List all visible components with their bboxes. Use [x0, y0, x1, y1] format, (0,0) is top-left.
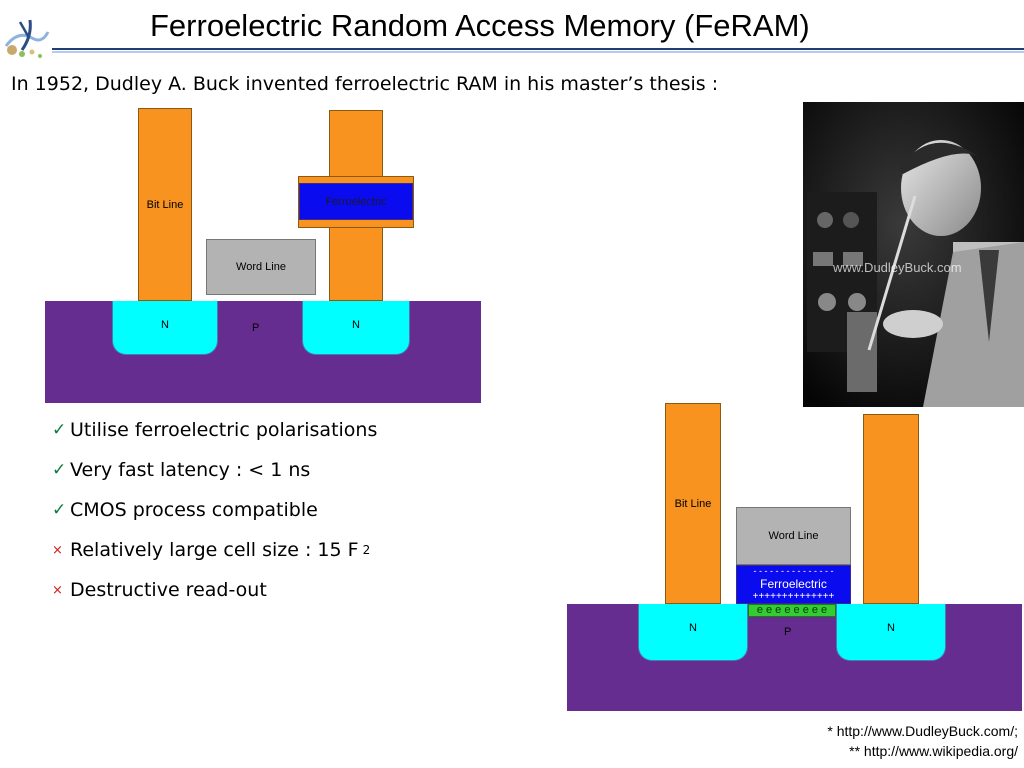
- check-icon: ✓: [52, 460, 67, 480]
- list-item-text: Utilise ferroelectric polarisations: [70, 419, 378, 441]
- n-well-right: N: [302, 301, 410, 355]
- electron-row: e e e e e e e e: [756, 604, 828, 616]
- list-item-text: Relatively large cell size : 15 F: [70, 539, 359, 561]
- p-region-label: P: [252, 322, 260, 334]
- check-icon: ✓: [52, 420, 67, 440]
- bit-line: Bit Line: [138, 108, 192, 301]
- title-rule: [52, 48, 1024, 50]
- check-icon: ✓: [52, 500, 67, 520]
- dudley-buck-photo: www.DudleyBuck.com: [803, 102, 1024, 407]
- word-line: Word Line: [206, 239, 316, 295]
- list-item: ✓ Utilise ferroelectric polarisations: [52, 410, 377, 450]
- bit-line-label: Bit Line: [674, 497, 712, 510]
- n-well-right: N: [836, 604, 946, 661]
- drain-post: [863, 414, 919, 604]
- electron-channel: e e e e e e e e: [748, 604, 836, 617]
- word-line: Word Line: [736, 507, 851, 565]
- negative-charges: - - - - - - - - - - - - - - -: [753, 566, 834, 576]
- word-line-label: Word Line: [236, 261, 286, 273]
- list-item-text: CMOS process compatible: [70, 499, 318, 521]
- feature-list: ✓ Utilise ferroelectric polarisations ✓ …: [52, 410, 377, 610]
- ferroelectric-label: Ferroelectric: [325, 195, 387, 208]
- n-well-left-label: N: [689, 622, 697, 634]
- cross-icon: ×: [52, 542, 63, 558]
- bit-line-label: Bit Line: [146, 198, 184, 211]
- bit-line: Bit Line: [665, 403, 721, 604]
- superscript: 2: [362, 543, 371, 557]
- list-item-text: Destructive read-out: [70, 579, 267, 601]
- reference-link[interactable]: ** http://www.wikipedia.org/: [849, 743, 1018, 759]
- title-rule-shadow: [52, 51, 1024, 53]
- intro-text: In 1952, Dudley A. Buck invented ferroel…: [11, 73, 719, 95]
- p-region-label: P: [784, 626, 792, 638]
- n-well-right-label: N: [352, 319, 360, 331]
- reference-link[interactable]: * http://www.DudleyBuck.com/;: [827, 723, 1018, 739]
- references: * http://www.DudleyBuck.com/; ** http://…: [827, 721, 1018, 761]
- positive-charges: ++++++++++++++: [752, 591, 835, 602]
- p-substrate: [567, 604, 1022, 711]
- n-well-left-label: N: [161, 319, 169, 331]
- n-well-left: N: [112, 301, 218, 355]
- cross-icon: ×: [52, 582, 63, 598]
- ferroelectric-layer: Ferroelectric: [299, 183, 413, 220]
- n-well-right-label: N: [887, 622, 895, 634]
- ferroelectric-label: Ferroelectric: [760, 577, 827, 591]
- page-title: Ferroelectric Random Access Memory (FeRA…: [150, 8, 810, 43]
- list-item: ✓ Very fast latency : < 1 ns: [52, 450, 377, 490]
- list-item: × Destructive read-out: [52, 570, 377, 610]
- n-well-left: N: [638, 604, 748, 661]
- photo-watermark: www.DudleyBuck.com: [833, 260, 962, 275]
- p-substrate: [45, 301, 481, 403]
- list-item: ✓ CMOS process compatible: [52, 490, 377, 530]
- ferroelectric-layer: - - - - - - - - - - - - - - - Ferroelect…: [736, 565, 851, 604]
- university-logo-icon: [4, 19, 50, 58]
- list-item-text: Very fast latency : < 1 ns: [70, 459, 311, 481]
- word-line-label: Word Line: [768, 530, 819, 542]
